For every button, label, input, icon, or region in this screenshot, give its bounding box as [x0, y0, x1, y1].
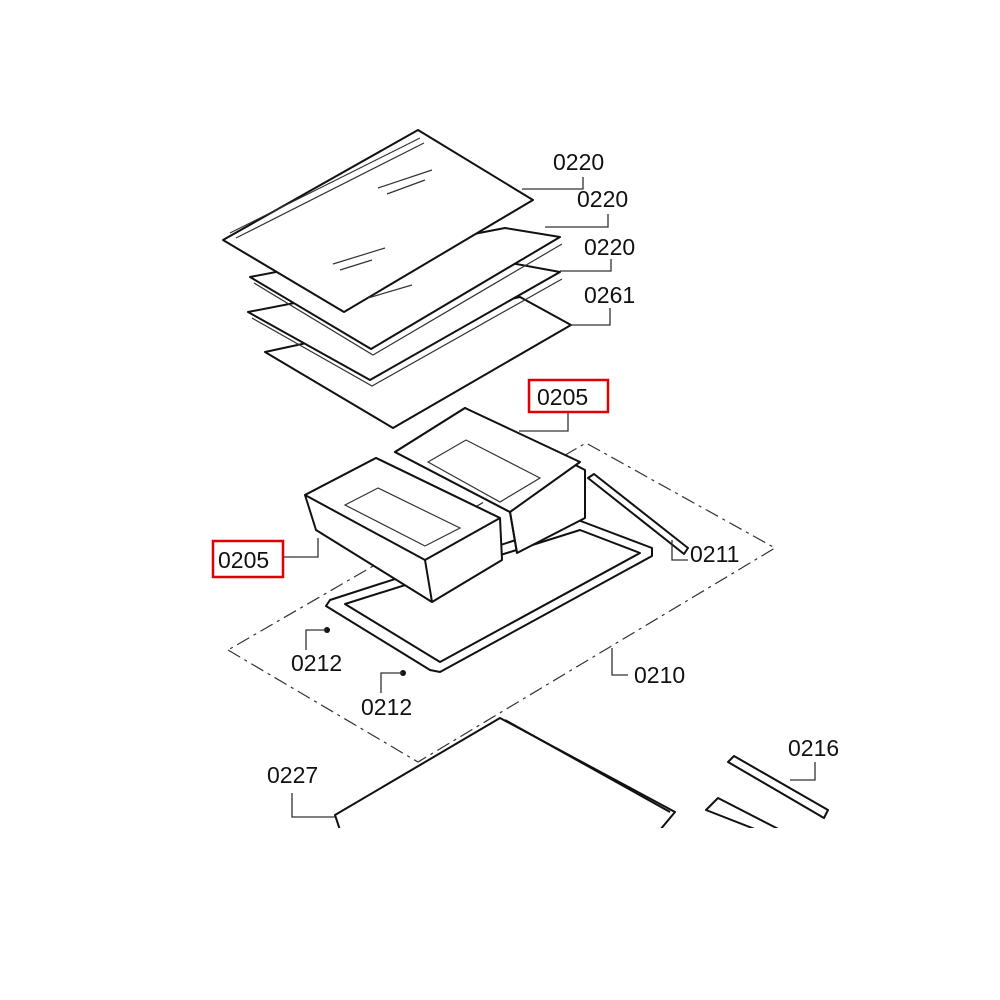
- label-0220-a: 0220: [553, 149, 604, 175]
- label-0212-a: 0212: [291, 650, 342, 676]
- label-0220-b: 0220: [577, 186, 628, 212]
- label-0212-b: 0212: [361, 694, 412, 720]
- drawer-frame-part[interactable]: [325, 519, 653, 673]
- label-0261: 0261: [584, 282, 635, 308]
- label-0210: 0210: [634, 662, 685, 688]
- highlight-box-left: [211, 539, 285, 579]
- bottom-shelf-part[interactable]: [334, 717, 676, 830]
- label-0227: 0227: [267, 762, 318, 788]
- label-0216: 0216: [788, 735, 839, 761]
- label-0205-left[interactable]: 0205: [218, 547, 269, 573]
- label-0211: 0211: [690, 541, 739, 567]
- label-0205-right[interactable]: 0205: [537, 384, 588, 410]
- rail-part[interactable]: [587, 473, 689, 555]
- drawer-left-part[interactable]: [304, 457, 503, 603]
- shelf-part-1[interactable]: [222, 129, 534, 313]
- drawer-right-part[interactable]: [394, 407, 586, 554]
- drawer-assembly-outline: [226, 442, 777, 763]
- label-0220-c: 0220: [584, 234, 635, 260]
- highlight-box-right: [527, 378, 610, 414]
- side-rail-part[interactable]: [705, 755, 829, 835]
